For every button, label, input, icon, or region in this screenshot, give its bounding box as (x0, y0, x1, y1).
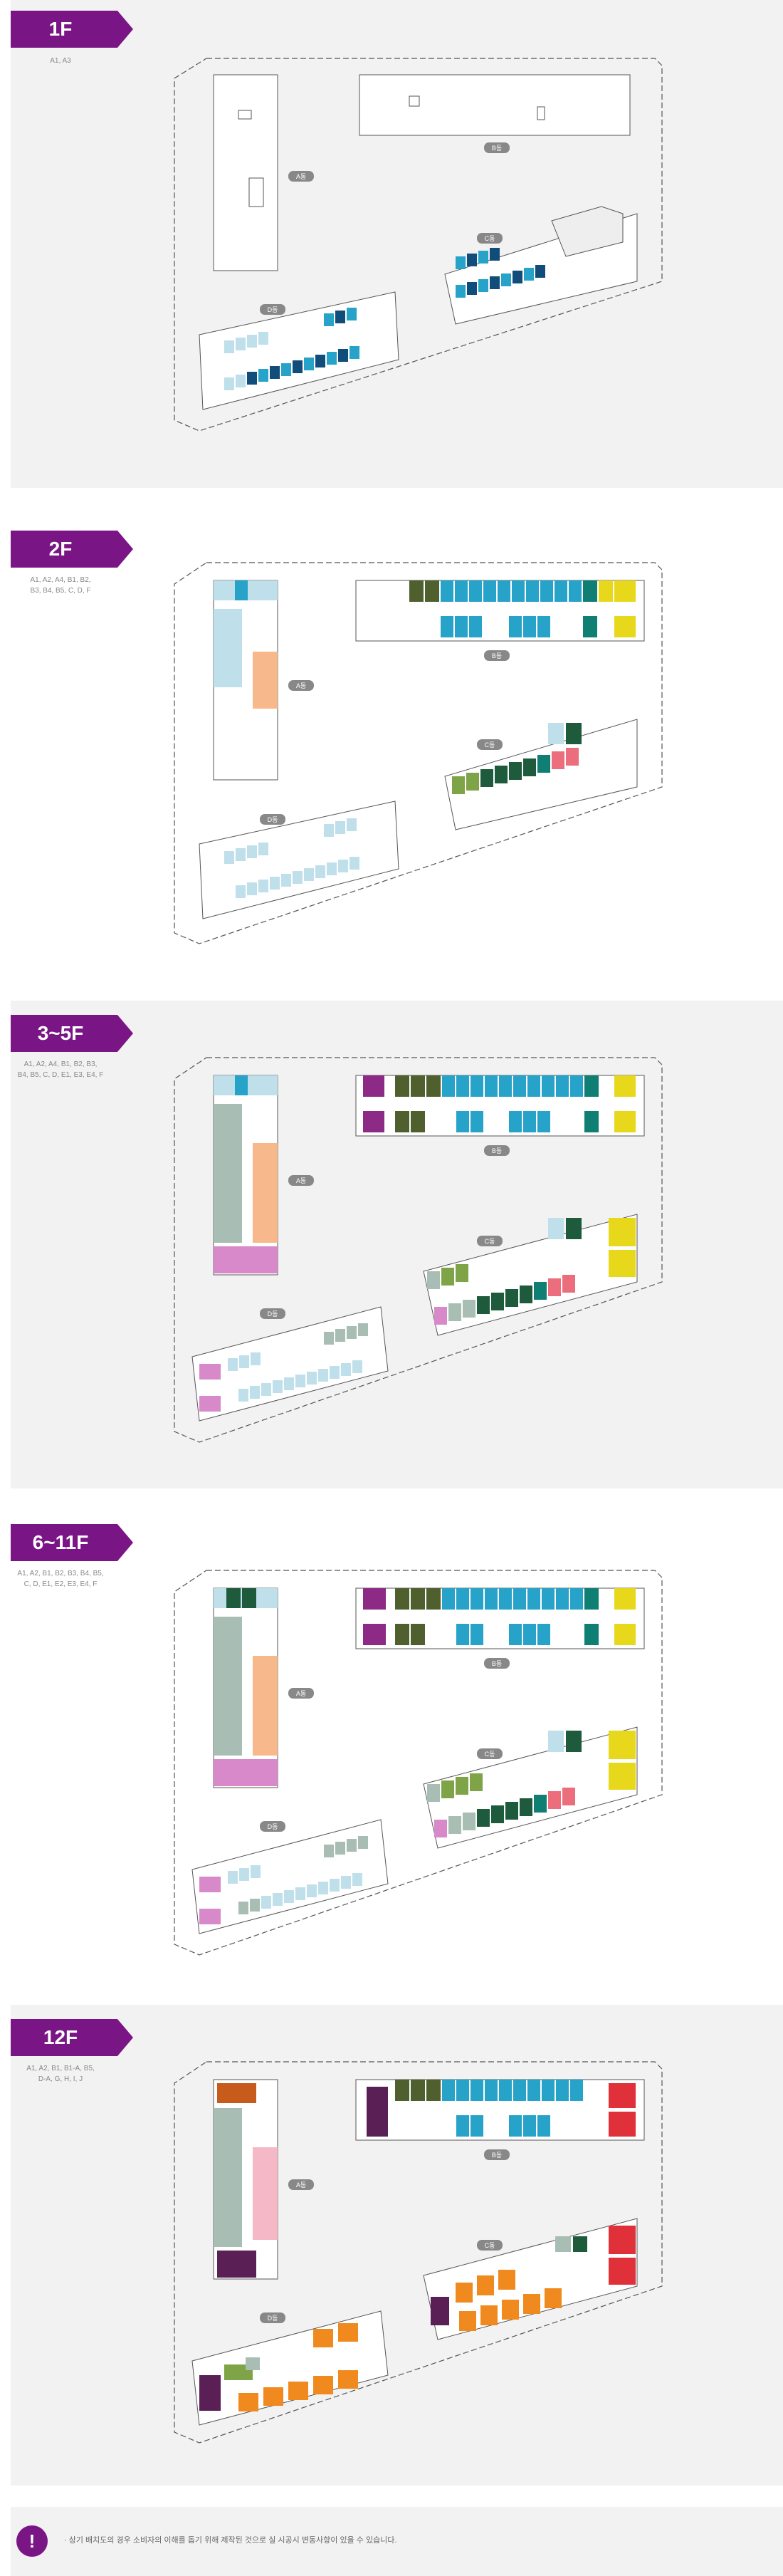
building-label-b: B동 (492, 145, 502, 152)
building-label-b: B동 (492, 1660, 502, 1667)
building-label-a: A동 (296, 2181, 306, 2189)
site-plan-12f: A동 B동 C동 D동 (174, 2061, 663, 2444)
building-label-a: A동 (296, 1690, 306, 1697)
floor-title: 1F (48, 18, 73, 40)
floor-units: A1, A3 (50, 57, 71, 65)
building-label-d: D동 (268, 306, 278, 313)
floor-title: 12F (43, 2026, 78, 2048)
building-label-c: C동 (485, 1238, 495, 1245)
building-label-d: D동 (268, 1310, 278, 1318)
floor-tag-6-11f: 6~11F (11, 1524, 133, 1561)
building-label-a: A동 (296, 1177, 306, 1184)
floor-section-3-5f: 3~5F A1, A2, A4, B1, B2, B3, B4, B5, C, … (11, 1001, 783, 1488)
building-label-b: B동 (492, 1147, 502, 1154)
floor-units: A1, A2, B1, B1-A, B5, D-A, G, H, I, J (26, 2065, 95, 2083)
floor-tag-3-5f: 3~5F (11, 1015, 133, 1052)
floor-title: 3~5F (37, 1022, 84, 1044)
exclamation-icon: ! (16, 2525, 48, 2557)
site-plan-6-11f: A동 B동 C동 D동 (174, 1570, 663, 1956)
building-label-b: B동 (492, 652, 502, 659)
building-label-c: C동 (485, 235, 495, 242)
building-label-c: C동 (485, 741, 495, 749)
building-label-b: B동 (492, 2152, 502, 2159)
floor-title: 6~11F (32, 1531, 89, 1553)
building-label-d: D동 (268, 816, 278, 823)
building-label-a: A동 (296, 173, 306, 180)
floor-tag-1f: 1F (11, 11, 133, 48)
site-plan-3-5f: A동 B동 C동 D동 (174, 1057, 663, 1443)
floor-title: 2F (48, 538, 73, 560)
floor-section-12f: 12F A1, A2, B1, B1-A, B5, D-A, G, H, I, … (11, 2005, 783, 2486)
building-label-d: D동 (268, 2315, 278, 2322)
floor-units: A1, A2, A4, B1, B2, B3, B4, B5, C, D, F (30, 576, 91, 595)
site-plan-1f: A동 B동 C동 D동 (174, 58, 663, 432)
floor-tag-12f: 12F (11, 2019, 133, 2056)
building-label-c: C동 (485, 2242, 495, 2249)
building-label-c: C동 (485, 1751, 495, 1758)
footer-notice: ! · 상기 배치도의 경우 소비자의 이해를 돕기 위해 제작된 것으로 실 … (11, 2507, 783, 2576)
disclaimer-text: · 상기 배치도의 경우 소비자의 이해를 돕기 위해 제작된 것으로 실 시공… (64, 2536, 397, 2545)
floor-section-1f: 1F A1, A3 A동 B동 C동 D동 (11, 0, 783, 488)
floor-section-2f: 2F A1, A2, A4, B1, B2, B3, B4, B5, C, D,… (11, 516, 783, 986)
site-plan-2f: A동 B동 C동 D동 (174, 562, 663, 944)
floor-tag-2f: 2F (11, 531, 133, 568)
floor-section-6-11f: 6~11F A1, A2, B1, B2, B3, B4, B5, C, D, … (11, 1503, 783, 1987)
building-label-d: D동 (268, 1823, 278, 1830)
building-label-a: A동 (296, 682, 306, 689)
floor-units: A1, A2, A4, B1, B2, B3, B4, B5, C, D, E1… (17, 1060, 104, 1079)
floor-units: A1, A2, B1, B2, B3, B4, B5, C, D, E1, E2… (17, 1570, 104, 1588)
